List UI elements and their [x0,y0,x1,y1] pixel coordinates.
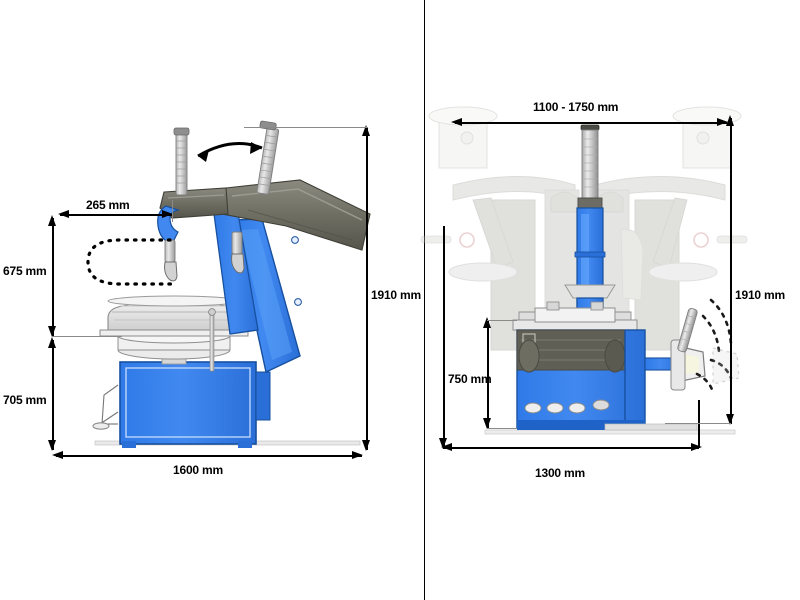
front-view-artwork [420,106,748,435]
dimension-label-1300mm: 1300 mm [535,466,585,480]
panel-divider [424,0,425,600]
dimension-label-1600mm: 1600 mm [173,463,223,477]
dimension-label-675mm: 675 mm [3,264,47,278]
bead-breaker-arm [644,308,706,391]
vertical-column [564,124,616,337]
dimension-label-705mm: 705 mm [3,393,47,407]
pedal-assembly [92,384,119,430]
bead-breaker-ghost-pad [712,347,740,385]
mount-demount-tool-left [164,239,178,282]
turntable-front [512,301,638,331]
handle-left [173,127,190,196]
tilting-head-arm [221,179,371,251]
machine-body-front [516,329,698,431]
side-view-artwork [86,120,371,448]
front-view-panel: 1100 - 1750 mm 750 mm 1910 mm [420,0,800,600]
swing-arrow [197,142,263,162]
dashed-path [86,238,178,286]
dimension-label-750mm: 750 mm [448,372,492,386]
pedal-row [524,399,610,414]
dimension-label-265mm: 265 mm [86,198,130,212]
dimension-label-1910mm-side: 1910 mm [371,288,421,302]
side-view-panel: 265 mm 675 mm 705 mm 1910 mm [3,120,421,477]
tool-rod [208,308,216,372]
swing-column [232,218,302,374]
mount-demount-tool-right [231,231,245,274]
dimension-label-1100-1750mm: 1100 - 1750 mm [533,100,619,114]
machine-cabinet [119,361,271,448]
dimension-label-1910mm-front: 1910 mm [735,288,785,302]
